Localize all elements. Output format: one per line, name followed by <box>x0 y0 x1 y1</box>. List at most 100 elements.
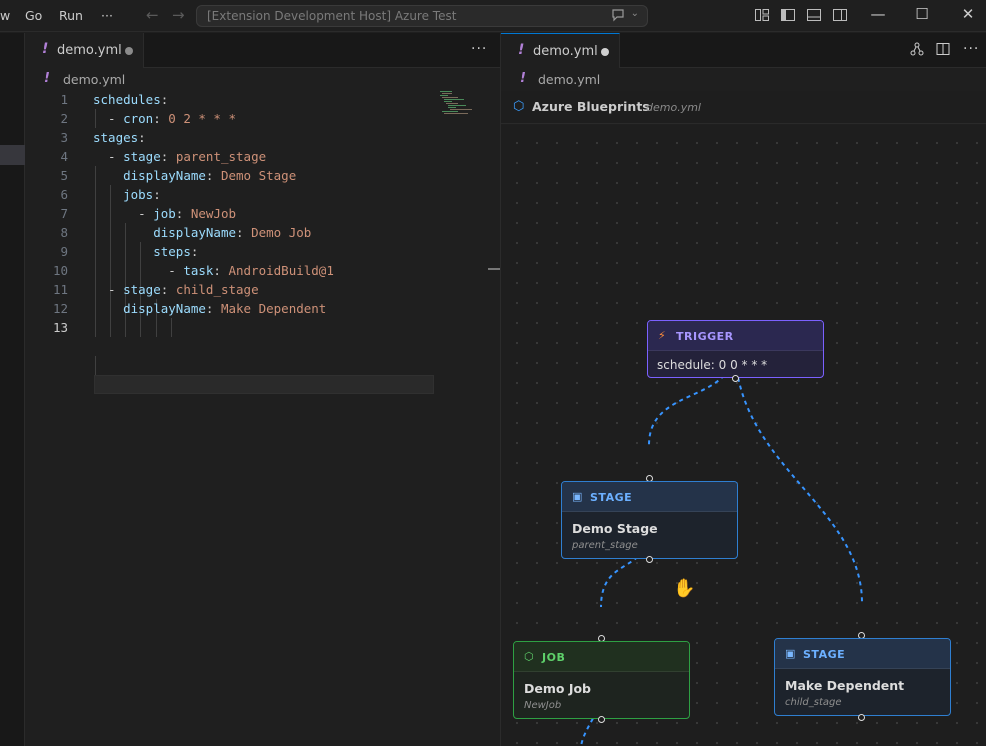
node-stage-make-dependent[interactable]: ▣ STAGE Make Dependent child_stage <box>774 638 951 716</box>
hand-cursor-icon: ✋ <box>673 578 696 599</box>
blueprints-title: Azure Blueprints <box>532 99 650 114</box>
trigger-schedule: schedule: 0 0 * * * <box>657 358 768 372</box>
node-id: parent_stage <box>572 540 638 551</box>
line-number: 13 <box>52 320 68 335</box>
node-stage-demo-stage[interactable]: ▣ STAGE Demo Stage parent_stage <box>561 481 738 559</box>
code-line[interactable]: 9 steps: <box>26 242 500 261</box>
blueprint-logo-icon: ⬡ <box>513 99 525 114</box>
line-number: 5 <box>60 168 68 183</box>
breadcrumb-file[interactable]: demo.yml <box>538 72 601 87</box>
toggle-panel-icon[interactable] <box>806 7 822 23</box>
title-bar: w Go Run ··· ← → [Extension Development … <box>0 0 986 32</box>
tab-demo-yml-left[interactable]: ! demo.yml <box>26 33 144 68</box>
line-content: - task: AndroidBuild@1 <box>93 263 334 278</box>
line-number: 7 <box>60 206 68 221</box>
line-number: 1 <box>60 92 68 107</box>
chevron-down-icon[interactable]: ⌄ <box>630 8 639 19</box>
node-job-demo-job[interactable]: ⬡ JOB Demo Job NewJob <box>513 641 690 719</box>
line-content: jobs: <box>123 187 161 202</box>
split-editor-icon[interactable] <box>936 42 952 58</box>
menu-view[interactable]: w <box>0 8 11 23</box>
code-line[interactable]: 11 - stage: child_stage <box>26 280 500 299</box>
tab-label: demo.yml <box>57 43 122 58</box>
forward-arrow-icon[interactable]: → <box>172 6 185 24</box>
port-job-out[interactable] <box>598 716 605 723</box>
port-demo-stage-out[interactable] <box>646 556 653 563</box>
editor-sash[interactable] <box>500 33 501 746</box>
line-content: - cron: 0 2 * * * <box>93 111 237 126</box>
line-content: displayName: Make Dependent <box>123 301 327 316</box>
more-actions-icon[interactable]: ··· <box>963 41 980 57</box>
maximize-button[interactable]: ☐ <box>915 5 929 23</box>
code-line[interactable]: 8 displayName: Demo Job <box>26 223 500 242</box>
yaml-file-icon: ! <box>520 71 526 86</box>
tab-bar-right: ! demo.yml ··· <box>501 33 986 68</box>
line-number: 11 <box>52 282 68 297</box>
port-trigger-out[interactable] <box>732 375 739 382</box>
line-number: 10 <box>52 263 68 278</box>
code-line[interactable]: 6 jobs: <box>26 185 500 204</box>
line-number: 4 <box>60 149 68 164</box>
code-line[interactable]: 5 displayName: Demo Stage <box>26 166 500 185</box>
code-line[interactable]: 12 displayName: Make Dependent <box>26 299 500 318</box>
node-trigger[interactable]: ⚡ TRIGGER schedule: 0 0 * * * <box>647 320 824 378</box>
blueprint-canvas[interactable]: ⚡ TRIGGER schedule: 0 0 * * * ▣ STAGE De… <box>501 125 986 746</box>
port-make-dependent-out[interactable] <box>858 714 865 721</box>
blueprints-header: ⬡ Azure Blueprints demo.yml <box>501 91 986 124</box>
tab-bar-left: ! demo.yml ··· <box>26 33 500 68</box>
line-number: 9 <box>60 244 68 259</box>
minimap[interactable] <box>440 91 474 117</box>
node-type-label: STAGE <box>590 491 633 504</box>
yaml-file-icon: ! <box>44 71 50 86</box>
node-name: Make Dependent <box>785 678 905 693</box>
edge-trigger-to-make-dependent <box>734 345 863 604</box>
toggle-secondary-sidebar-icon[interactable] <box>832 7 848 23</box>
stage-icon: ▣ <box>572 490 583 503</box>
current-line-highlight <box>94 375 434 394</box>
line-content: schedules: <box>93 92 169 107</box>
code-line[interactable]: 4 - stage: parent_stage <box>26 147 500 166</box>
unsaved-dot-icon[interactable] <box>601 48 609 56</box>
code-line[interactable]: 1 schedules: <box>26 90 500 109</box>
close-window-button[interactable]: ✕ <box>961 5 975 23</box>
node-name: Demo Job <box>524 681 592 696</box>
command-center[interactable]: [Extension Development Host] Azure Test … <box>196 5 648 27</box>
editor-group-right: ! demo.yml ··· ! demo.yml ⬡ Azure Bluepr… <box>501 33 986 746</box>
line-content: - job: NewJob <box>93 206 237 221</box>
breadcrumb-file[interactable]: demo.yml <box>63 72 126 87</box>
yaml-file-icon: ! <box>42 41 49 57</box>
back-arrow-icon[interactable]: ← <box>146 6 159 24</box>
node-name: Demo Stage <box>572 521 658 536</box>
line-content: - stage: child_stage <box>93 282 259 297</box>
node-type-label: STAGE <box>803 648 846 661</box>
stage-icon: ▣ <box>785 647 796 660</box>
line-content: - stage: parent_stage <box>93 149 267 164</box>
scrollbar-marker[interactable] <box>488 268 500 270</box>
code-line[interactable]: 7 - job: NewJob <box>26 204 500 223</box>
selected-sidebar-item[interactable] <box>0 145 25 165</box>
line-number: 6 <box>60 187 68 202</box>
blueprints-file: demo.yml <box>646 101 701 114</box>
customize-layout-icon[interactable] <box>754 7 770 23</box>
code-line[interactable]: 2 - cron: 0 2 * * * <box>26 109 500 128</box>
chat-icon[interactable] <box>611 8 625 25</box>
menu-more[interactable]: ··· <box>101 8 113 23</box>
code-line[interactable]: 10 - task: AndroidBuild@1 <box>26 261 500 280</box>
line-content: displayName: Demo Job <box>153 225 312 240</box>
menu-run[interactable]: Run <box>59 8 83 23</box>
minimize-button[interactable]: — <box>870 5 886 23</box>
line-number: 8 <box>60 225 68 240</box>
line-number: 12 <box>52 301 68 316</box>
edge-job-outgoing <box>580 687 602 746</box>
graph-icon[interactable] <box>910 42 926 58</box>
unsaved-dot-icon[interactable] <box>125 47 133 55</box>
more-actions-icon[interactable]: ··· <box>471 41 488 57</box>
line-content: stages: <box>93 130 146 145</box>
code-line[interactable]: 13 <box>26 318 500 337</box>
tab-demo-yml-right[interactable]: ! demo.yml <box>501 33 620 68</box>
lightning-icon: ⚡ <box>658 329 666 342</box>
toggle-primary-sidebar-icon[interactable] <box>780 7 796 23</box>
job-icon: ⬡ <box>524 650 534 663</box>
menu-go[interactable]: Go <box>25 8 43 23</box>
